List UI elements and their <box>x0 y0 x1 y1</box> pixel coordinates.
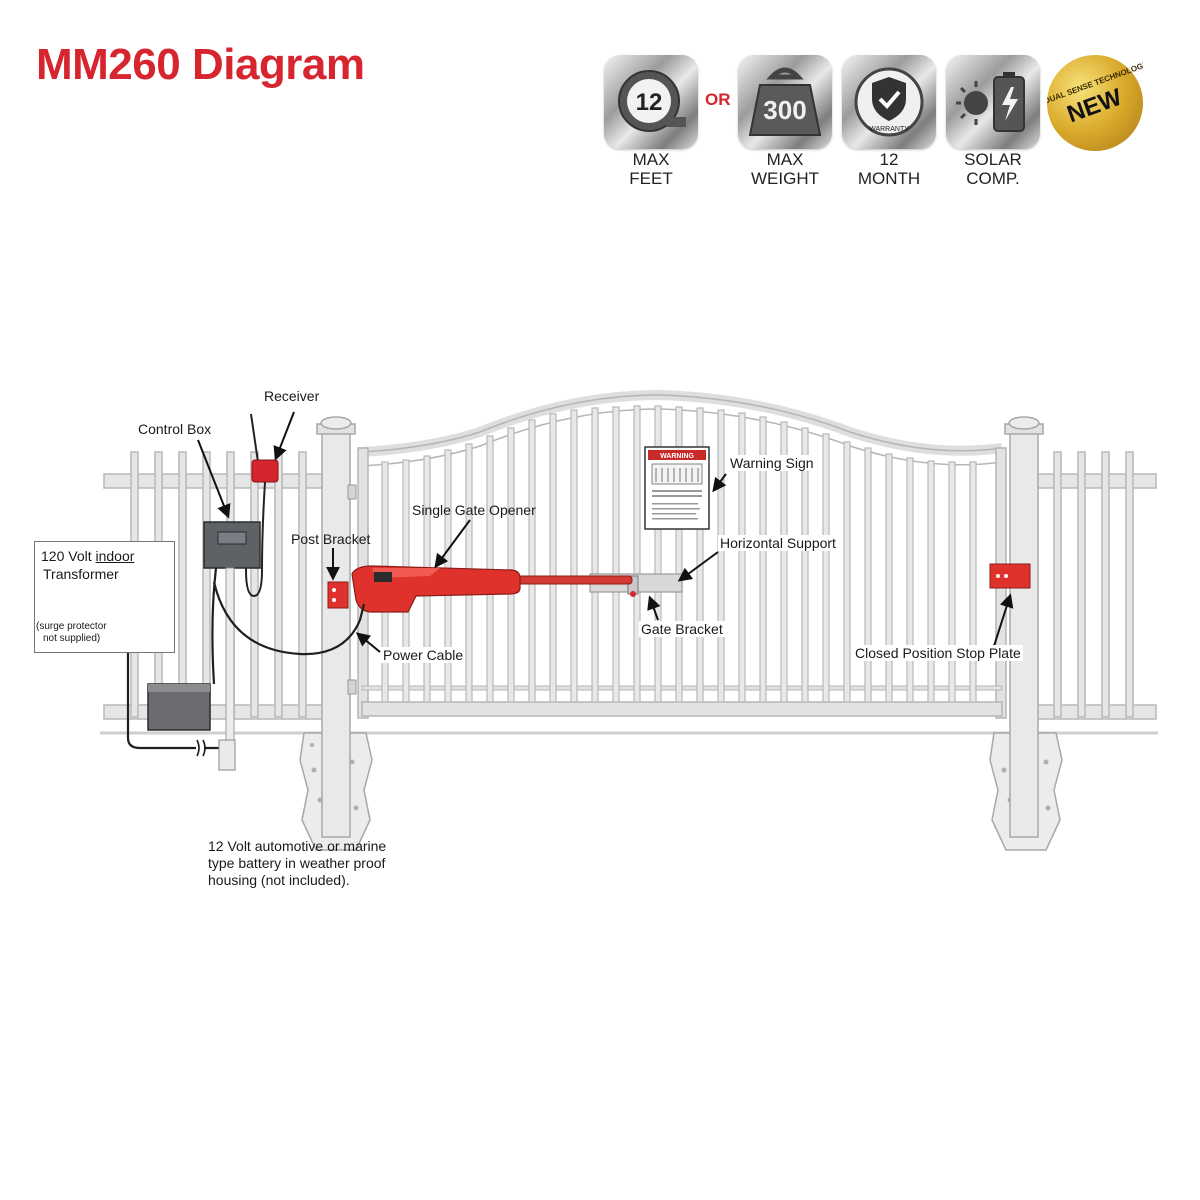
label-single-gate-opener: Single Gate Opener <box>412 502 536 518</box>
warning-sign-header: WARNING <box>660 453 694 460</box>
left-gate-post <box>316 416 357 838</box>
solar-caption: SOLAR COMP. <box>964 150 1022 188</box>
warranty-badge: WARRANTY <box>842 55 936 149</box>
label-transformer-line2: Transformer <box>43 566 119 582</box>
label-post-bracket: Post Bracket <box>291 531 371 547</box>
label-horizontal-support: Horizontal Support <box>718 535 838 551</box>
label-closed-stop-plate: Closed Position Stop Plate <box>853 645 1023 661</box>
shield-check-icon: WARRANTY <box>854 67 924 137</box>
right-fence-section <box>1035 451 1157 720</box>
right-gate-post <box>1004 416 1044 838</box>
solar-badge <box>946 55 1040 149</box>
label-surge-line1: (surge protector <box>36 621 107 632</box>
warranty-caption: 12 MONTH <box>857 150 921 188</box>
label-warning-sign: Warning Sign <box>728 455 816 471</box>
max-feet-caption: MAX FEET <box>629 150 673 188</box>
new-seal-icon: DUAL SENSE TECHNOLOGY NEW <box>1043 59 1150 128</box>
closed-position-stop-plate <box>989 563 1031 589</box>
weight-number: 300 <box>763 95 806 125</box>
warning-sign: WARNING <box>644 446 710 530</box>
label-transformer-line1: 120 Volt indoor <box>41 548 135 564</box>
label-control-box: Control Box <box>138 421 212 437</box>
label-battery: 12 Volt automotive or marine type batter… <box>208 838 387 888</box>
control-box <box>203 521 261 745</box>
label-gate-bracket: Gate Bracket <box>639 621 725 637</box>
feet-number: 12 <box>636 89 663 116</box>
new-badge: DUAL SENSE TECHNOLOGY NEW <box>1043 55 1150 151</box>
label-surge-line2: not supplied) <box>43 633 101 644</box>
warranty-word: WARRANTY <box>869 126 909 133</box>
max-feet-badge: 12 <box>604 55 698 149</box>
label-receiver: Receiver <box>264 388 320 404</box>
weight-icon: 300 <box>748 67 822 136</box>
page-title: MM260 Diagram <box>36 40 365 89</box>
receiver <box>245 413 279 598</box>
label-power-cable: Power Cable <box>381 647 466 663</box>
transformer-callout-box <box>34 541 175 653</box>
tape-measure-icon: 12 <box>618 70 686 132</box>
solar-battery-icon <box>956 72 1025 132</box>
max-weight-caption: MAX WEIGHT <box>751 150 819 188</box>
single-gate-opener <box>351 565 633 613</box>
wiring <box>126 567 366 771</box>
gate-bracket <box>627 575 639 597</box>
post-bracket <box>327 581 349 609</box>
or-label: OR <box>705 90 731 109</box>
battery-housing <box>147 683 211 731</box>
max-weight-badge: 300 <box>738 55 832 149</box>
